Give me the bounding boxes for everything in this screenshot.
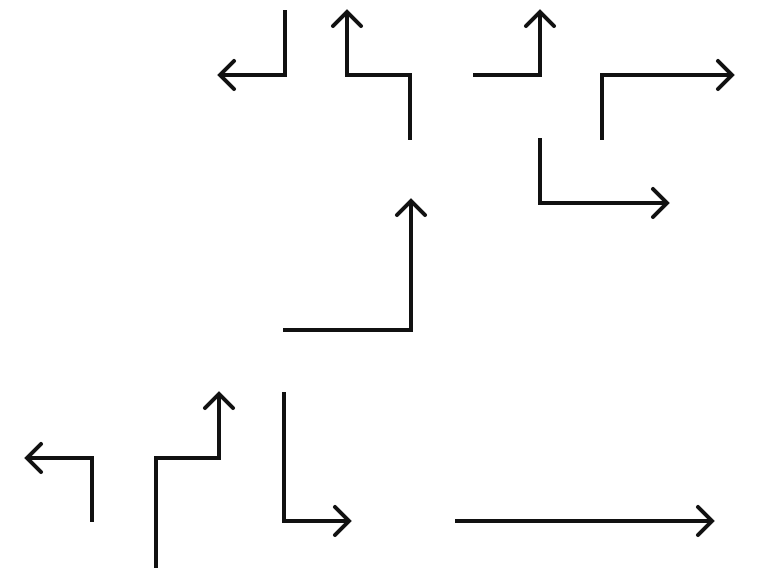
arrow-shaft [27, 456, 94, 522]
arrow-shaft [538, 138, 667, 205]
up-bent-arrow-icon [283, 198, 427, 332]
arrow-head [716, 59, 735, 91]
arrow-head [395, 198, 427, 217]
right-bent-arrow-icon [282, 392, 352, 537]
arrow-head [696, 505, 715, 537]
right-bent-arrow-icon [600, 59, 735, 140]
arrow-shaft [283, 201, 413, 332]
up-bent-arrow-icon [473, 9, 556, 77]
arrow-head [203, 391, 235, 410]
arrow-shaft [473, 12, 542, 77]
arrow-head [331, 9, 363, 28]
arrow-shaft [154, 394, 221, 568]
arrow-shaft [282, 392, 349, 523]
left-down-bent-arrow-icon [217, 10, 287, 91]
right-bent-arrow-icon [538, 138, 670, 219]
arrow-head [24, 442, 43, 474]
arrow-shaft [220, 10, 287, 77]
arrow-shaft [600, 73, 732, 140]
arrow-head [524, 9, 556, 28]
arrow-shaft [345, 12, 412, 140]
left-bent-arrow-icon [24, 442, 94, 522]
arrow-head [651, 187, 670, 219]
arrow-head [217, 59, 236, 91]
up-bent-arrow-icon [331, 9, 412, 140]
arrow-head [333, 505, 352, 537]
right-straight-arrow-icon [455, 505, 715, 537]
up-bent-arrow-icon [154, 391, 235, 568]
